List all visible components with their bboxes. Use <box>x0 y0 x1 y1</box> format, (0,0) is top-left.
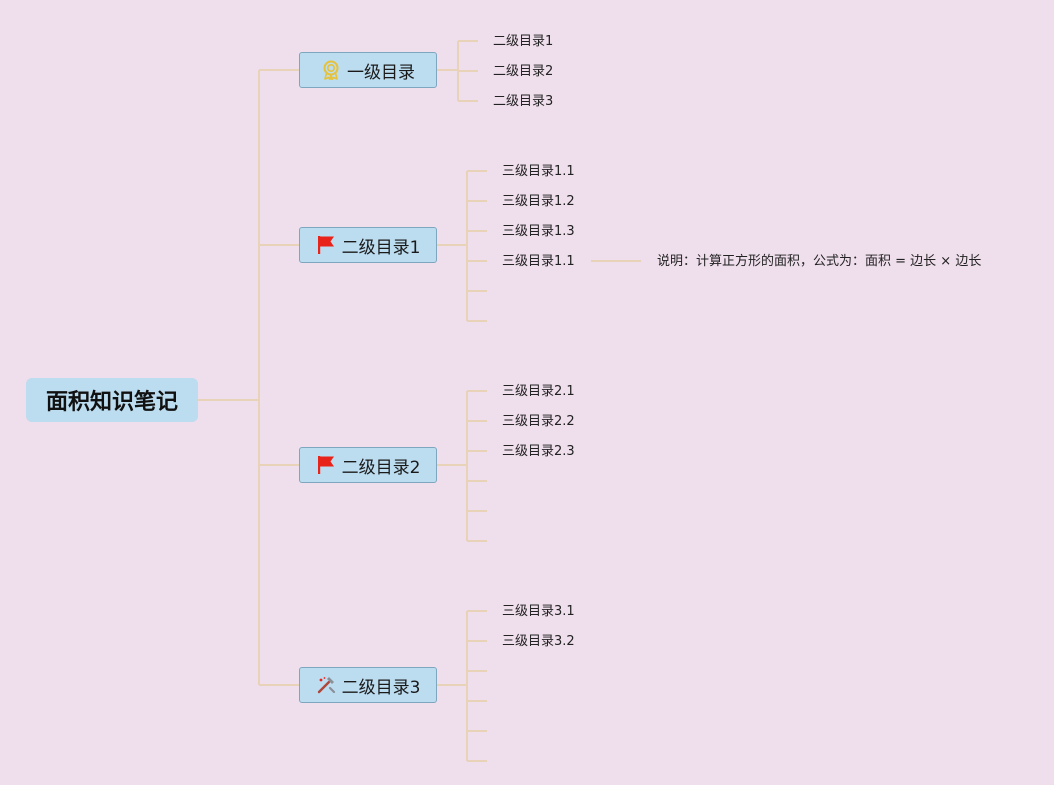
subtopic-item[interactable]: 三级目录2.1 <box>502 384 575 399</box>
red-flag-icon <box>316 235 336 255</box>
branch-topic-0[interactable]: 一级目录 <box>299 52 437 88</box>
root-topic-label: 面积知识笔记 <box>45 390 178 415</box>
tools-icon <box>316 675 336 695</box>
connector-lines <box>198 40 641 762</box>
note-text: 说明：计算正方形的面积，公式为：面积 = 边长 × 边长 <box>657 254 982 269</box>
subtopic-item[interactable]: 三级目录1.2 <box>502 194 575 209</box>
subtopic-item[interactable]: 三级目录2.3 <box>502 444 575 459</box>
subtopic-item[interactable]: 二级目录3 <box>493 94 554 109</box>
subtopic-item[interactable]: 三级目录2.2 <box>502 414 575 429</box>
red-flag-icon <box>316 455 336 475</box>
subtopic-item[interactable]: 三级目录1.1 <box>502 164 575 179</box>
branch-topic-label: 二级目录1 <box>341 237 421 258</box>
subtopic-item[interactable]: 三级目录1.1 <box>502 254 575 269</box>
badge-icon <box>321 60 341 80</box>
subtopic-item[interactable]: 三级目录3.2 <box>502 634 575 649</box>
subtopic-item[interactable]: 三级目录1.3 <box>502 224 575 239</box>
branch-topic-2[interactable]: 二级目录2 <box>299 447 437 483</box>
branch-topic-3[interactable]: 二级目录3 <box>299 667 437 703</box>
subtopic-item[interactable]: 二级目录1 <box>493 34 554 49</box>
branch-topic-label: 一级目录 <box>347 62 415 83</box>
branch-topic-label: 二级目录2 <box>341 457 421 478</box>
branch-topic-label: 二级目录3 <box>341 677 421 698</box>
subtopic-item[interactable]: 二级目录2 <box>493 64 554 79</box>
subtopic-item[interactable]: 三级目录3.1 <box>502 604 575 619</box>
root-topic[interactable]: 面积知识笔记 <box>26 378 198 422</box>
branch-topic-1[interactable]: 二级目录1 <box>299 227 437 263</box>
